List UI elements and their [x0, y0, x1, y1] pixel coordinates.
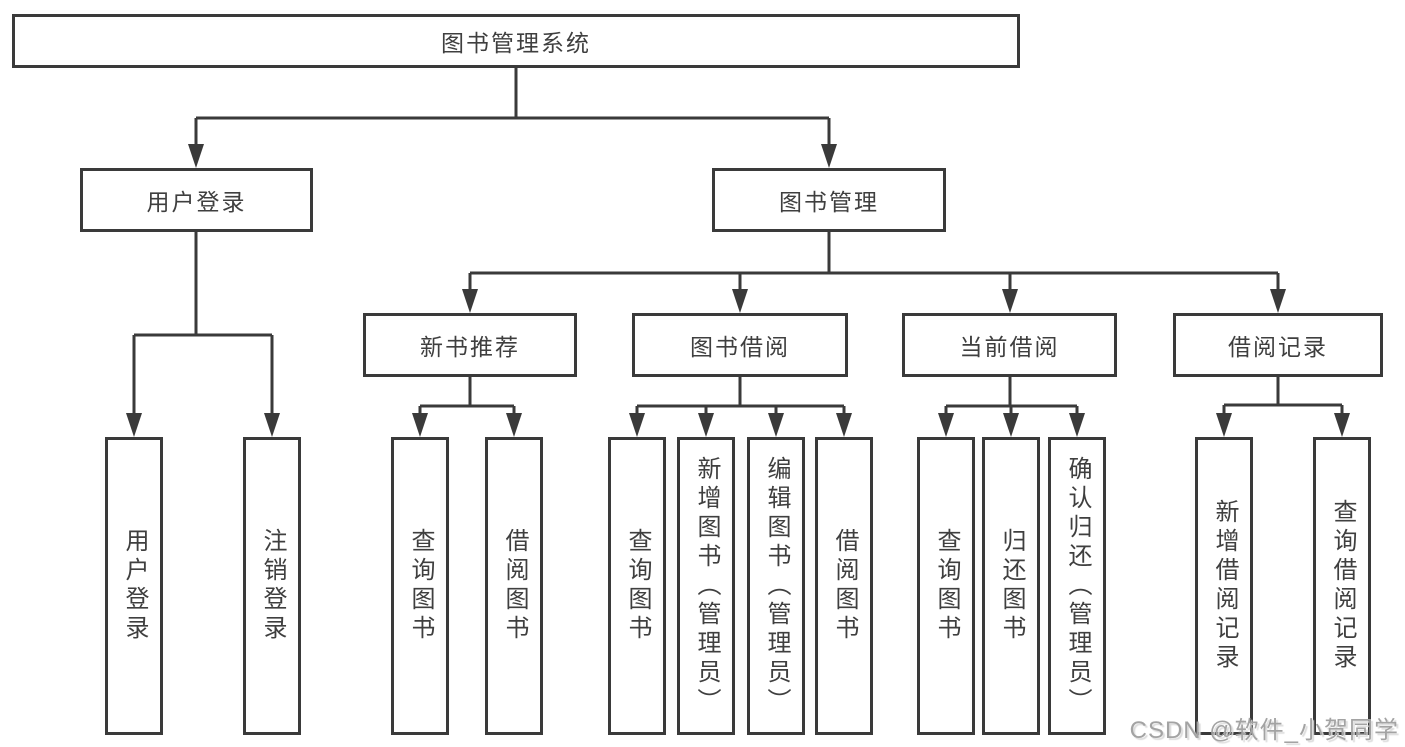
leaf-add-book-label: 新增图书（管理员） — [693, 455, 720, 717]
leaf-query-book-borrow: 查询图书 — [608, 437, 666, 735]
node-book-mgmt-label: 图书管理 — [779, 189, 879, 215]
leaf-add-borrow-record-label: 新增借阅记录 — [1211, 499, 1238, 673]
connector-new-book-rec-children — [412, 377, 522, 437]
leaf-return-book: 归还图书 — [982, 437, 1040, 735]
leaf-add-book: 新增图书（管理员） — [677, 437, 735, 735]
leaf-query-book-rec-label: 查询图书 — [407, 528, 434, 644]
node-current-borrow: 当前借阅 — [902, 313, 1117, 377]
leaf-query-book-current: 查询图书 — [917, 437, 975, 735]
leaf-query-book-current-label: 查询图书 — [933, 528, 960, 644]
leaf-query-book-borrow-label: 查询图书 — [624, 528, 651, 644]
connector-user-login-children — [126, 232, 280, 437]
node-new-book-rec-label: 新书推荐 — [420, 334, 520, 360]
csdn-watermark: CSDN @软件_小贺同学 — [1129, 717, 1399, 744]
node-borrow-records-label: 借阅记录 — [1228, 334, 1328, 360]
node-borrow-records: 借阅记录 — [1173, 313, 1383, 377]
connector-borrow-records-children — [1216, 377, 1350, 437]
leaf-edit-book-label: 编辑图书（管理员） — [763, 455, 790, 717]
node-root: 图书管理系统 — [12, 14, 1020, 68]
node-current-borrow-label: 当前借阅 — [959, 334, 1060, 360]
node-book-borrow-label: 图书借阅 — [690, 334, 790, 360]
node-book-borrow: 图书借阅 — [632, 313, 848, 377]
node-root-label: 图书管理系统 — [441, 30, 591, 56]
leaf-query-borrow-record-label: 查询借阅记录 — [1329, 499, 1356, 673]
leaf-borrow-book-rec: 借阅图书 — [485, 437, 543, 735]
connector-root-to-level1 — [188, 68, 837, 168]
leaf-logout-login: 注销登录 — [243, 437, 301, 735]
node-user-login-label: 用户登录 — [146, 189, 247, 215]
leaf-query-borrow-record: 查询借阅记录 — [1313, 437, 1371, 735]
leaf-return-book-label: 归还图书 — [998, 528, 1025, 644]
leaf-confirm-return-label: 确认归还（管理员） — [1064, 455, 1091, 717]
leaf-borrow-book-borrow-label: 借阅图书 — [831, 528, 858, 644]
leaf-edit-book: 编辑图书（管理员） — [747, 437, 805, 735]
node-book-mgmt: 图书管理 — [712, 168, 946, 232]
connector-book-borrow-children — [629, 377, 852, 437]
leaf-add-borrow-record: 新增借阅记录 — [1195, 437, 1253, 735]
leaf-borrow-book-rec-label: 借阅图书 — [501, 528, 528, 644]
leaf-query-book-rec: 查询图书 — [391, 437, 449, 735]
leaf-logout-login-label: 注销登录 — [259, 528, 286, 644]
node-new-book-rec: 新书推荐 — [363, 313, 577, 377]
connector-book-mgmt-children — [462, 232, 1286, 313]
connector-current-borrow-children — [938, 377, 1085, 437]
leaf-borrow-book-borrow: 借阅图书 — [815, 437, 873, 735]
node-user-login: 用户登录 — [80, 168, 313, 232]
leaf-user-login-label: 用户登录 — [121, 528, 148, 644]
leaf-user-login: 用户登录 — [105, 437, 163, 735]
leaf-confirm-return: 确认归还（管理员） — [1048, 437, 1106, 735]
